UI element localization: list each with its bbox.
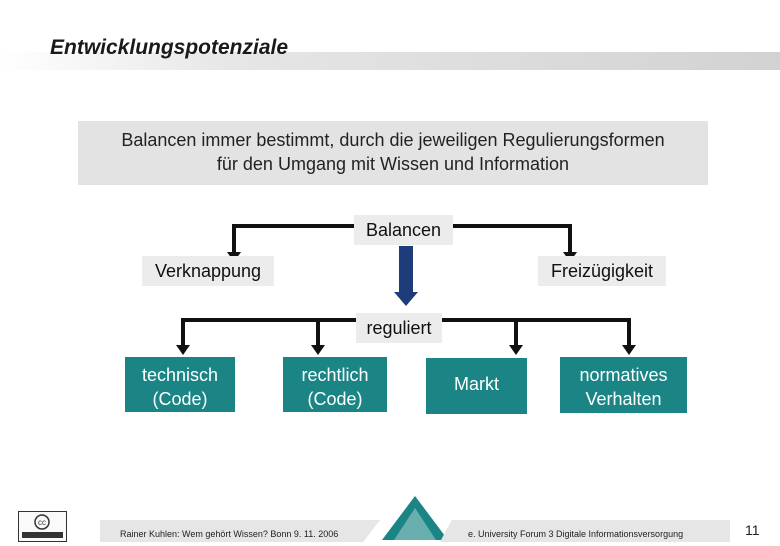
box-technisch-line1: technisch (141, 365, 219, 385)
arrowhead-markt (509, 345, 523, 355)
connector-bottom-left (181, 318, 356, 345)
box-normativ-line1: normatives (579, 365, 668, 385)
balancen-label: Balancen (354, 215, 453, 245)
connector-bottom-right (442, 318, 631, 345)
page-number: 11 (745, 522, 760, 538)
arrowhead-normativ (622, 345, 636, 355)
connector-left (232, 224, 354, 252)
intro-line-2: für den Umgang mit Wissen und Informatio… (216, 154, 570, 174)
cc-license-icon: cc (18, 511, 67, 542)
title-underline-bar (0, 52, 780, 70)
box-technisch-line2: (Code) (152, 389, 208, 409)
svg-text:cc: cc (38, 518, 46, 527)
box-markt-line1: Markt (454, 374, 499, 394)
intro-line-1: Balancen immer bestimmt, durch die jewei… (121, 130, 665, 150)
connector-right (453, 224, 572, 252)
arrowhead-rechtlich (311, 345, 325, 355)
arrowhead-technisch (176, 345, 190, 355)
box-rechtlich-line2: (Code) (307, 389, 363, 409)
reguliert-label: reguliert (356, 313, 442, 343)
footer-left-bar (100, 520, 380, 542)
box-rechtlich-line1: rechtlich (301, 365, 369, 385)
footer-right-text: e. University Forum 3 Digitale Informati… (468, 529, 684, 539)
verknappung-label: Verknappung (142, 256, 274, 286)
box-normativ-line2: Verhalten (585, 389, 662, 409)
freizuegigkeit-label: Freizügigkeit (538, 256, 666, 286)
slide-title: Entwicklungspotenziale (50, 36, 289, 59)
intro-box: Balancen immer bestimmt, durch die jewei… (78, 121, 708, 185)
box-markt: Markt (426, 358, 527, 414)
central-arrow-shaft (399, 246, 413, 294)
box-rechtlich: rechtlich (Code) (283, 357, 387, 412)
box-normativ: normatives Verhalten (560, 357, 687, 413)
iwi-logo-icon (382, 496, 448, 540)
box-technisch: technisch (Code) (125, 357, 235, 412)
footer-right-bar (440, 520, 730, 542)
footer-left-text: Rainer Kuhlen: Wem gehört Wissen? Bonn 9… (120, 529, 339, 539)
central-arrow-head (394, 292, 418, 306)
